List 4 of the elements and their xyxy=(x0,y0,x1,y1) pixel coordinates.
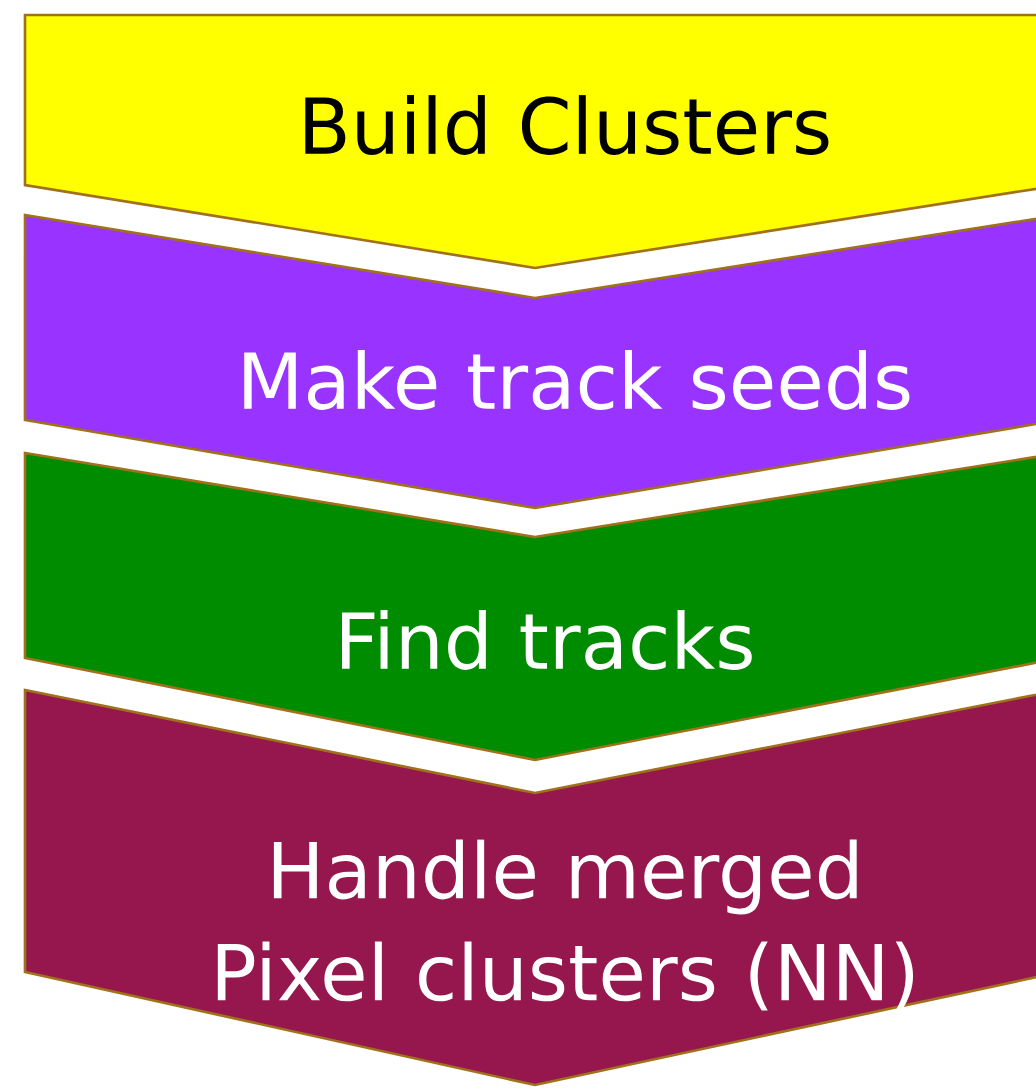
chevron-step: Build Clusters xyxy=(23,13,1036,270)
chevron-step: Find tracks xyxy=(23,451,1036,762)
chevron-step: Make track seeds xyxy=(23,213,1036,510)
chevron-step: Handle merged Pixel clusters (NN) xyxy=(23,688,1036,1087)
